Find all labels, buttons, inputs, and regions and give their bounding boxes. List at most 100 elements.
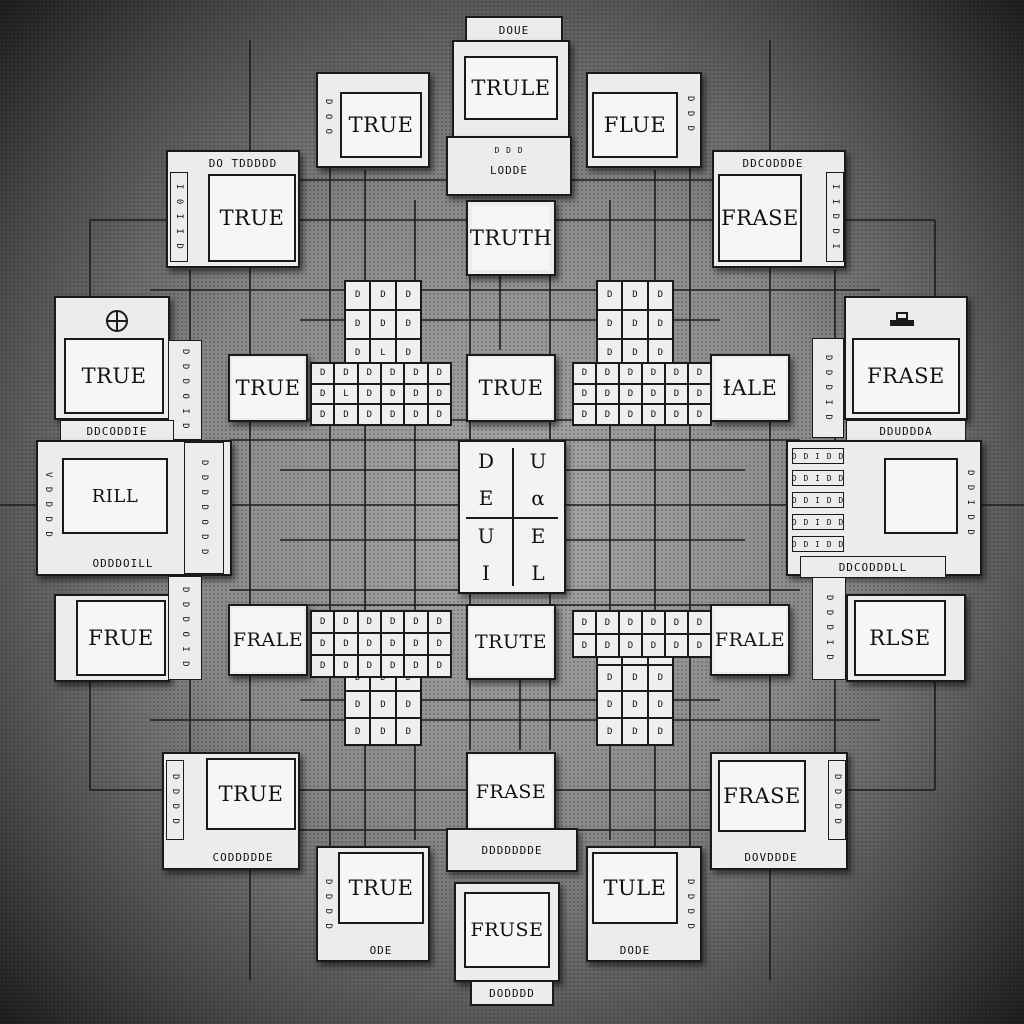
inner-right-label: ƗALE [714,358,786,418]
grid-cell: D [647,691,673,719]
grid-cell: D [647,664,673,692]
grid-cell: L [334,383,358,405]
upper-left-strip: D O O [320,88,336,148]
grid-cell: D [665,363,688,384]
top-lower-panel: D D D LODDE [446,136,572,196]
grid-cell: D [665,383,688,405]
lower-far-right-node: RLSE [846,594,966,682]
grid-cell: D [345,691,371,719]
left-label: TRUE [208,174,296,262]
far-left-label: TRUE [64,338,164,414]
grid-cell: D [665,611,688,634]
mid-left-label: RILL [62,458,168,534]
left-node: DO TDDDDD I 0 I I D TRUE [166,150,300,268]
grid-cell: D [357,383,381,405]
center-cell-7: I [482,561,490,586]
grid-cell: D [622,309,648,339]
inner-right-node: ƗALE [710,354,790,422]
upper-left-label: TRUE [340,92,422,158]
center-horizontal-divider [466,517,558,519]
bottom-right-caption: DOVDDDE [744,850,798,864]
mid-left-side-strip: D D D D O D D [184,442,224,574]
grid-cell: D [404,611,428,633]
grid-cell: D [597,309,623,339]
grid-cell: D [597,281,623,310]
bottom-center-caption: DDDDDDDE [446,828,578,872]
lower-center-label: TRUTE [470,608,552,676]
upper-right-node: FLUE D D D [586,72,702,168]
mid-right-strip: D D I D D [962,448,978,558]
grid-cell: D [642,611,665,634]
right-strip: I I D D I [826,172,844,262]
bottom-tule-strip: D D D D [682,868,698,942]
mid-left-strip: V D D D D [40,450,56,560]
lower-far-left-strip: D D D O I D [168,576,202,680]
grid-cell: D [357,633,381,655]
grid-cell: D [665,634,688,657]
center-cell-3: E [478,486,494,511]
grid-cell: D [427,655,451,677]
lower-inner-right-label: FRALE [714,608,786,672]
grid-cell: D [395,309,421,339]
grid-cell: D [357,655,381,677]
grid-cell: D [334,633,358,655]
grid-cell: D [381,655,405,677]
grid-cell: D [642,634,665,657]
grid-cell: D [597,718,623,745]
crosshair-icon [106,310,128,332]
bottom-left-label: TRUE [206,758,296,830]
bottom-right-label: FRASE [718,760,806,832]
grid-cell: D [395,718,421,745]
grid-cell: D [642,383,665,405]
upper-left-node: D O O TRUE [316,72,430,168]
grid-cell: D [647,718,673,745]
top-caption-box: DOUE [465,16,563,44]
left-caption: DO TDDDDD [208,156,278,170]
grid-cell: D [381,404,405,425]
far-left-node: TRUE [54,296,170,420]
bottom-fruse-node: FRUSE [454,882,560,982]
inner-center-label: TRUE [470,358,552,418]
grid-cell: D [573,363,596,384]
grid-cell: D [688,383,711,405]
grid-cell: D [404,383,428,405]
grid-cell: D [596,634,619,657]
bottom-center-label: FRASE [470,756,552,828]
lower-far-right-caption: DDCODDDLL [800,556,946,578]
mid-left-caption: ODDDOILL [92,556,154,570]
grid-cell: D [381,383,405,405]
center-letter-grid: D U E α U E I L [458,440,566,594]
grid-cell: D [357,611,381,633]
grid-cell: D [597,691,623,719]
top-main-panel: TRULE [452,40,570,140]
mid-right-row-1: D D I D D [792,448,844,464]
right-label: FRASE [718,174,802,262]
far-right-label: FRASE [852,338,960,414]
grid-cell: D [357,363,381,384]
grid-cell: D [311,633,335,655]
grid-cell: D [688,634,711,657]
bottom-fruse-caption: DODDDD [470,980,554,1006]
grid-cell: D [427,633,451,655]
mid-right-row-3: D D I D D [792,492,844,508]
lower-far-right-strip: D D D I D [812,576,846,680]
bottom-true-label: TRUE [338,852,424,924]
grid-cell: D [404,404,428,425]
grid-cell: D [573,383,596,405]
grid-cell: D [334,611,358,633]
grid-cell: D [596,404,619,425]
right-node: DDCODDDE FRASE I I D D I [712,150,846,268]
grid-cell: D [619,404,642,425]
grid-cell: D [311,404,335,425]
top-main-label: TRULE [464,56,558,120]
grid-cell: D [688,611,711,634]
grid-cell: D [311,363,335,384]
bottom-right-strip: D D D D [828,760,846,840]
right-caption: DDCODDDE [742,156,804,170]
center-cell-8: L [531,561,545,586]
inner-left-label: TRUE [232,358,304,418]
stamp-icon [890,312,914,326]
mid-right-row-4: D D I D D [792,514,844,530]
